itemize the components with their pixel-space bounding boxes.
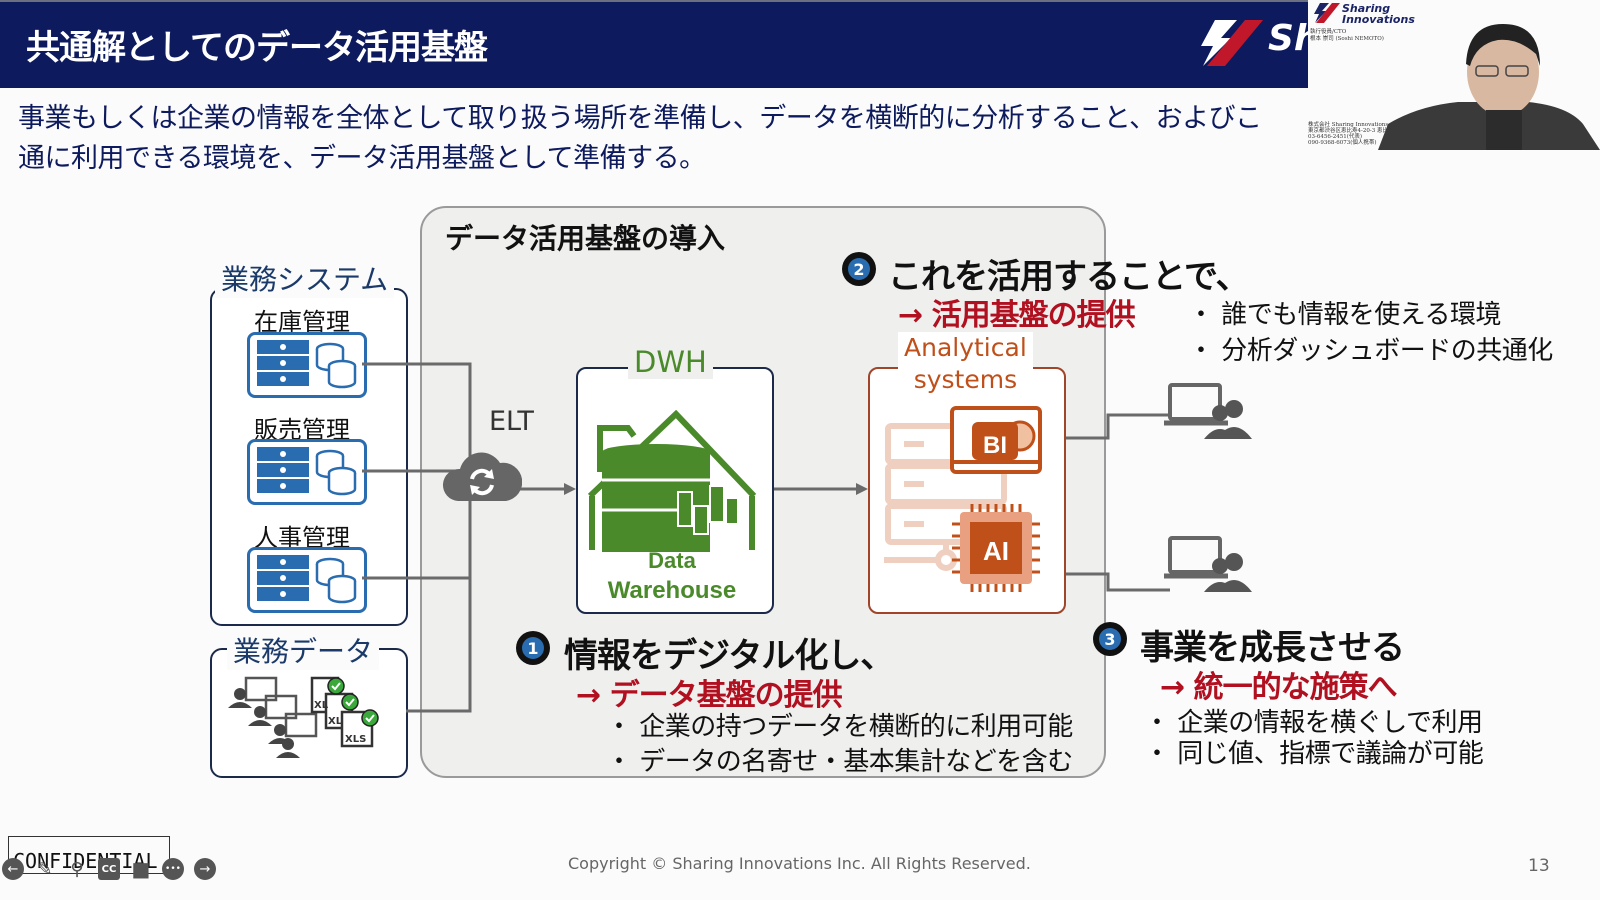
connector-line: [1046, 413, 1170, 440]
step-3-bullet-1: ・ 企業の情報を横ぐしで利用: [1144, 708, 1483, 738]
analytical-label-line-2: systems: [913, 365, 1018, 394]
server-database-icon: [257, 555, 357, 604]
step-3-result: → 統一的な施策へ: [1160, 670, 1398, 705]
presenter-video: Sharing Innovations 執行役員/CTO 根本 崇司 (Sosh…: [1308, 0, 1600, 150]
bi-label: BI: [983, 432, 1007, 459]
lead-text-line-2: 通に利用できる環境を、データ活用基盤として準備する。: [18, 143, 706, 174]
elt-cloud-sync-icon: [443, 452, 522, 501]
user-laptop-icon: [1164, 536, 1252, 592]
server-database-icon: [257, 447, 357, 496]
analytical-label-line-1: Analytical: [904, 333, 1027, 362]
connector-lines: [362, 362, 1170, 713]
step-1-result: → データ基盤の提供: [576, 678, 843, 713]
step-1-bullet-2: ・ データの名寄せ・基本集計などを含む: [606, 747, 1073, 777]
video-brand-name: Sharing Innovations: [1342, 3, 1415, 25]
more-options-button[interactable]: •••: [162, 858, 184, 880]
business-data-title: 業務データ: [227, 630, 380, 670]
mobile-phone: 090-9368-6073(個人携帯): [1308, 140, 1377, 146]
step-1-number-badge: 1: [516, 631, 550, 665]
presentation-controls: ← ✎ ⚲ CC ■ ••• →: [2, 857, 216, 881]
copyright-text: Copyright © Sharing Innovations Inc. All…: [568, 854, 1031, 873]
inventory-management-label: 在庫管理: [254, 308, 350, 336]
sales-server-database-icon: [247, 439, 367, 505]
company-name: 株式会社 Sharing Innovations: [1308, 122, 1389, 128]
business-systems-title: 業務システム: [215, 258, 395, 298]
brand-line-1: Sharing: [1342, 2, 1391, 15]
file-label: XLS: [345, 734, 366, 745]
inventory-server-database-icon: [247, 332, 367, 398]
company-phone: 03-6456-2451(代表): [1308, 134, 1363, 140]
hr-server-database-icon: [247, 547, 367, 613]
step-2-number-badge: 2: [842, 252, 876, 286]
camera-button[interactable]: ■: [131, 857, 151, 881]
analytical-systems-label: Analytical systems: [898, 332, 1033, 396]
presenter-person-image: [1378, 24, 1600, 150]
step-number: 2: [848, 258, 870, 280]
step-number: 3: [1099, 628, 1121, 650]
step-3-heading: 事業を成長させる: [1140, 628, 1405, 668]
user-laptop-icon: [1164, 383, 1252, 439]
zoom-button[interactable]: ⚲: [70, 858, 84, 880]
confidential-label: CONFIDENTIAL: [8, 836, 170, 874]
slide-header: [0, 0, 1308, 88]
next-slide-button[interactable]: →: [194, 858, 216, 880]
connector-line: [362, 362, 472, 713]
dwh-caption-warehouse: Warehouse: [608, 577, 736, 604]
step-2-result: → 活用基盤の提供: [898, 298, 1136, 333]
step-number: 1: [522, 637, 544, 659]
company-address: 東京都渋谷区恵比寿4-20-3 恵比寿ガ...: [1308, 128, 1405, 134]
sharing-innovations-logo-icon: [1201, 20, 1263, 66]
step-1-bullet-1: ・ 企業の持つデータを横断的に利用可能: [606, 712, 1073, 742]
step-2-heading: これを活用することで、: [888, 257, 1250, 297]
previous-slide-button[interactable]: ←: [2, 858, 24, 880]
dwh-label: DWH: [628, 345, 713, 379]
step-3-number-badge: 3: [1093, 622, 1127, 656]
dwh-caption-data: Data: [648, 548, 696, 573]
server-database-icon: [257, 340, 357, 389]
presenter-name: 根本 崇司 (Soshi NEMOTO): [1310, 36, 1384, 42]
video-brand-logo-icon: [1314, 3, 1340, 23]
step-2-bullet-2: ・ 分析ダッシュボードの共通化: [1188, 336, 1553, 366]
analytics-bi-ai-icon: BI AI: [884, 406, 1042, 592]
file-label: XL: [314, 700, 329, 711]
users-with-spreadsheets-icon: XL XL XLS: [228, 676, 379, 758]
pen-tool-button[interactable]: ✎: [37, 858, 53, 880]
slide-title: 共通解としてのデータ活用基盤: [26, 28, 488, 68]
file-label: XL: [328, 716, 343, 727]
step-2-bullet-1: ・ 誰でも情報を使える環境: [1188, 300, 1502, 330]
elt-label: ELT: [489, 406, 534, 437]
step-1-heading: 情報をデジタル化し、: [564, 636, 894, 676]
connector-line: [1046, 572, 1170, 592]
data-platform-introduction-title: データ活用基盤の導入: [445, 222, 726, 255]
ai-label: AI: [983, 536, 1009, 566]
arrow-head: [856, 483, 868, 495]
brand-line-2: Innovations: [1342, 13, 1415, 26]
data-warehouse-icon: Data Warehouse: [587, 410, 757, 604]
lead-text-line-1: 事業もしくは企業の情報を全体として取り扱う場所を準備し、データを横断的に分析する…: [18, 103, 1262, 134]
arrow-head: [564, 483, 576, 495]
step-3-bullet-2: ・ 同じ値、指標で議論が可能: [1144, 739, 1484, 769]
presenter-role: 執行役員/CTO: [1310, 29, 1347, 35]
captions-button[interactable]: CC: [98, 858, 120, 880]
page-number: 13: [1528, 856, 1550, 876]
